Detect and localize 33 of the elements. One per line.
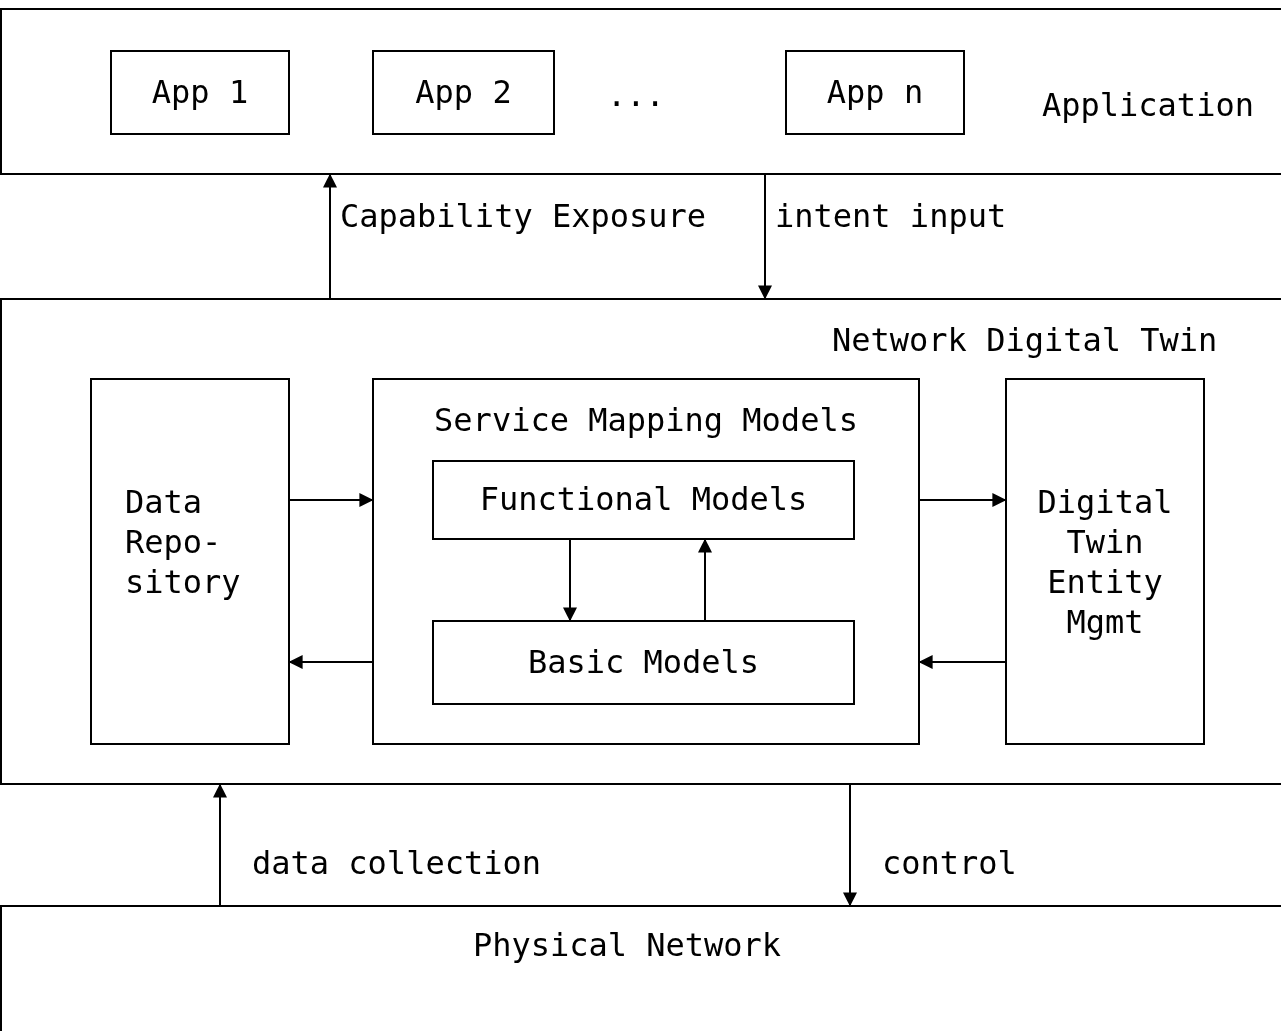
arrow xyxy=(843,784,857,907)
arrow xyxy=(758,174,772,300)
arrow xyxy=(289,493,374,507)
arrow xyxy=(288,655,373,669)
arrow xyxy=(563,539,577,622)
module-label: Service Mapping Models xyxy=(433,400,859,440)
layer-band xyxy=(0,8,1281,175)
module-box xyxy=(432,460,855,540)
module-box xyxy=(785,50,965,135)
arrow xyxy=(323,173,337,299)
arrow xyxy=(698,538,712,621)
module-label: Digital Twin Entity Mgmt xyxy=(1036,482,1174,642)
module-label: App 1 xyxy=(150,72,250,112)
module-box xyxy=(90,378,290,745)
module-label: Functional Models xyxy=(478,479,809,519)
module-label: Basic Models xyxy=(526,642,761,682)
arrow xyxy=(919,493,1007,507)
layer-band xyxy=(0,905,1281,1031)
arrow xyxy=(213,783,227,906)
layer-band xyxy=(0,298,1281,785)
layer-title: Network Digital Twin xyxy=(832,320,1219,360)
module-box xyxy=(372,50,555,135)
module-label: Data Repo- sitory xyxy=(125,482,242,602)
arrow xyxy=(918,655,1006,669)
module-box xyxy=(110,50,290,135)
module-label: App n xyxy=(825,72,925,112)
module-box xyxy=(1005,378,1205,745)
ellipsis-text: ... xyxy=(607,77,665,113)
layer-title: Physical Network xyxy=(471,925,783,965)
module-label: App 2 xyxy=(414,72,513,112)
module-box xyxy=(432,620,855,705)
module-box xyxy=(372,378,920,745)
layer-title: Application xyxy=(1042,85,1255,125)
